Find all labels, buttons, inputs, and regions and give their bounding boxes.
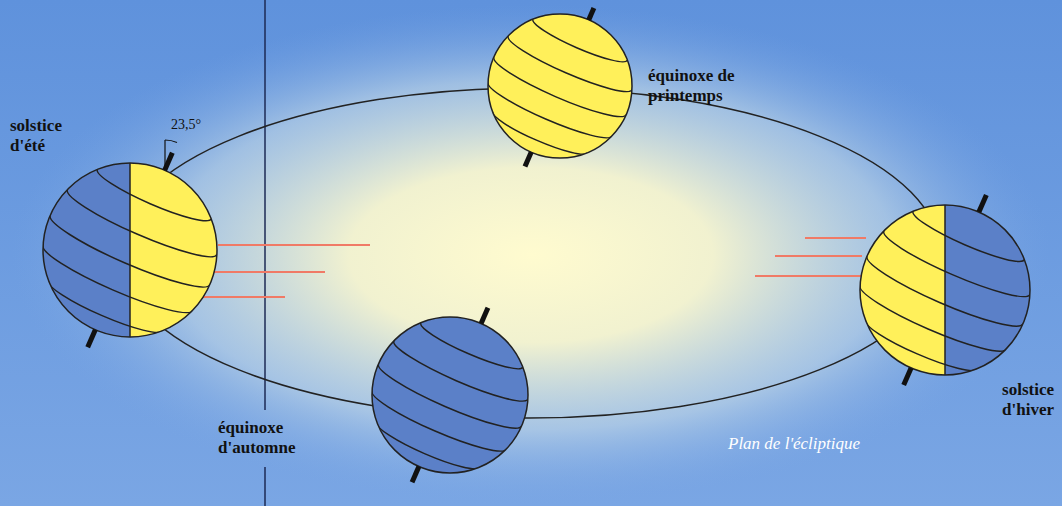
sun-glow (11, 5, 1051, 505)
earth-globe (22, 153, 234, 350)
sun-rays (186, 238, 866, 297)
earth-globe (839, 195, 1046, 388)
plane-label: Plan de l'écliptique (728, 434, 860, 454)
frame-line (264, 467, 266, 506)
earth-globe (353, 308, 543, 485)
angle-label: 23,5° (171, 117, 201, 134)
season-label: solstice d'été (10, 116, 92, 157)
orbit-ellipse (118, 88, 940, 418)
angle-marker (165, 140, 177, 170)
season-label: équinoxe de printemps (648, 66, 760, 107)
season-label: équinoxe d'automne (218, 418, 313, 459)
frame-line (264, 0, 266, 410)
earth-globe (470, 8, 646, 169)
season-label: solstice d'hiver (970, 380, 1054, 421)
